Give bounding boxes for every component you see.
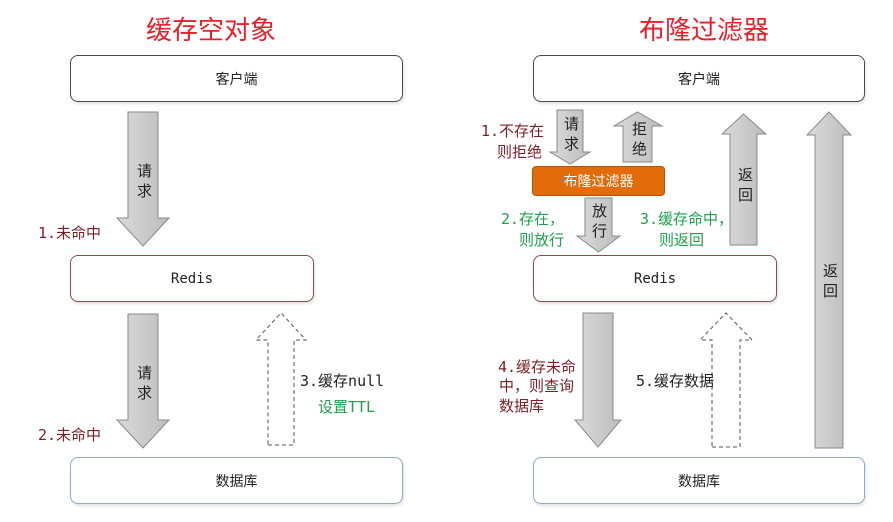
left-set-ttl-label: 设置TTL [318, 398, 376, 416]
right-request-arrow-label: 请求 [562, 116, 579, 156]
right-not-exist-label-line-1: 1.不存在 [481, 122, 545, 140]
right-database-box: 数据库 [533, 457, 865, 504]
right-cache-hit-label-line-1: 3.缓存命中， [640, 210, 734, 228]
right-return-arrow-2-label: 返回 [821, 263, 838, 303]
right-client-box: 客户端 [533, 55, 865, 102]
right-cache-hit-label-line-2: 则返回 [659, 231, 705, 249]
right-reject-arrow-label: 拒绝 [630, 121, 647, 161]
left-cache-null-label: 3.缓存null [300, 372, 385, 390]
right-title: 布隆过滤器 [638, 15, 769, 45]
right-cache-miss-label-line-3: 数据库 [499, 397, 545, 415]
left-cache-null-dashed-arrow [254, 312, 308, 446]
left-title: 缓存空对象 [145, 15, 276, 45]
right-cache-miss-label-line-2: 中，则查询 [499, 377, 575, 395]
left-miss-label-2: 2.未命中 [38, 426, 102, 444]
right-redis-box: Redis [533, 255, 777, 302]
left-miss-label-1: 1.未命中 [38, 224, 102, 242]
bloom-filter-box: 布隆过滤器 [532, 166, 665, 196]
left-request-arrow-1-label: 请求 [135, 163, 152, 203]
left-database-box: 数据库 [70, 457, 403, 504]
left-request-arrow-2-label: 请求 [135, 365, 152, 405]
left-redis-box: Redis [70, 255, 314, 302]
right-exists-label-line-1: 2.存在， [501, 210, 565, 228]
right-query-db-arrow [573, 312, 623, 448]
left-client-box: 客户端 [70, 55, 403, 102]
right-pass-arrow-label: 放行 [590, 203, 607, 243]
right-not-exist-label-line-2: 则拒绝 [497, 143, 543, 161]
right-cache-miss-label-line-1: 4.缓存未命 [498, 358, 577, 376]
right-cache-data-label: 5.缓存数据 [636, 372, 715, 390]
right-exists-label-line-2: 则放行 [519, 231, 565, 249]
right-return-arrow-1-label: 返回 [736, 167, 753, 207]
